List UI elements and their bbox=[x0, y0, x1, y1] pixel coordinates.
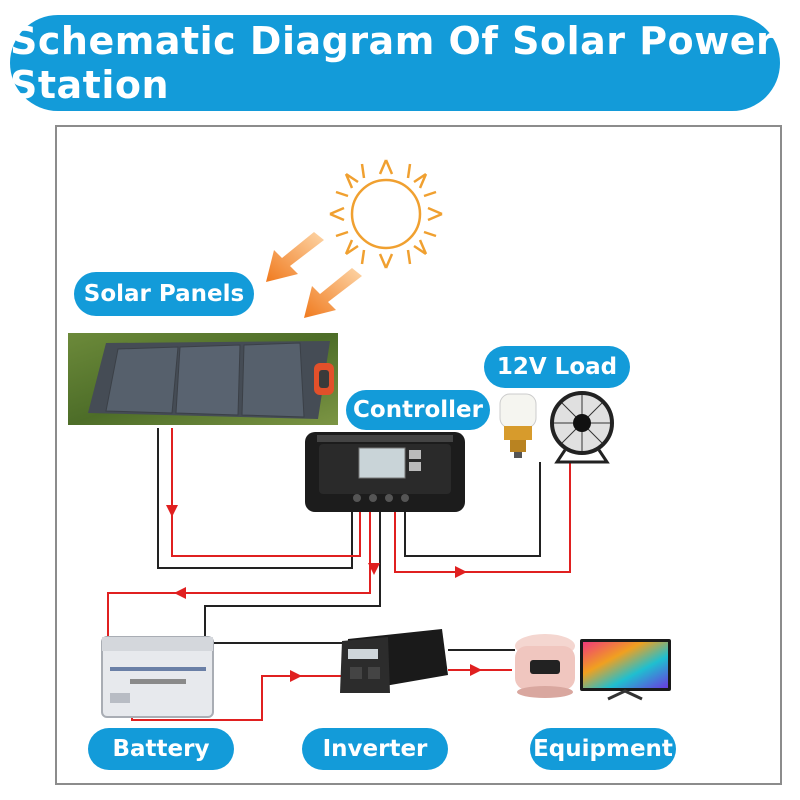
battery-positive-wire bbox=[107, 512, 371, 640]
panel-negative-wire bbox=[157, 428, 353, 569]
inverter-label: Inverter bbox=[302, 728, 448, 770]
battery-label: Battery bbox=[88, 728, 234, 770]
rice-cooker-icon bbox=[515, 634, 575, 698]
solar-panels-label: Solar Panels bbox=[74, 272, 254, 316]
flow-arrow-icon bbox=[470, 664, 482, 676]
flow-arrow-icon bbox=[174, 587, 186, 599]
sunlight-arrow-icon bbox=[266, 232, 324, 282]
bulb-icon bbox=[499, 393, 537, 458]
battery-image bbox=[101, 636, 214, 718]
inverter-image bbox=[340, 629, 448, 693]
solar-panel-image bbox=[68, 333, 338, 425]
diagram-frame bbox=[55, 125, 782, 785]
load-negative-wire bbox=[404, 462, 541, 557]
flow-arrow-icon bbox=[290, 670, 302, 682]
page-title: Schematic Diagram Of Solar Power Station bbox=[10, 15, 780, 111]
flow-arrow-icon bbox=[455, 566, 467, 578]
battery-negative-wire bbox=[204, 512, 381, 640]
sunlight-arrow-icon bbox=[304, 268, 362, 318]
sun-icon bbox=[329, 159, 443, 269]
load-label: 12V Load bbox=[484, 346, 630, 388]
flow-arrow-icon bbox=[166, 505, 178, 517]
flow-arrow-icon bbox=[368, 563, 380, 575]
panel-positive-wire bbox=[171, 428, 361, 557]
controller-label: Controller bbox=[346, 390, 490, 430]
load-positive-wire bbox=[394, 462, 571, 573]
fan-icon bbox=[550, 391, 614, 464]
tv-icon bbox=[580, 639, 671, 701]
charge-controller-image bbox=[305, 432, 465, 512]
equipment-label: Equipment bbox=[530, 728, 676, 770]
